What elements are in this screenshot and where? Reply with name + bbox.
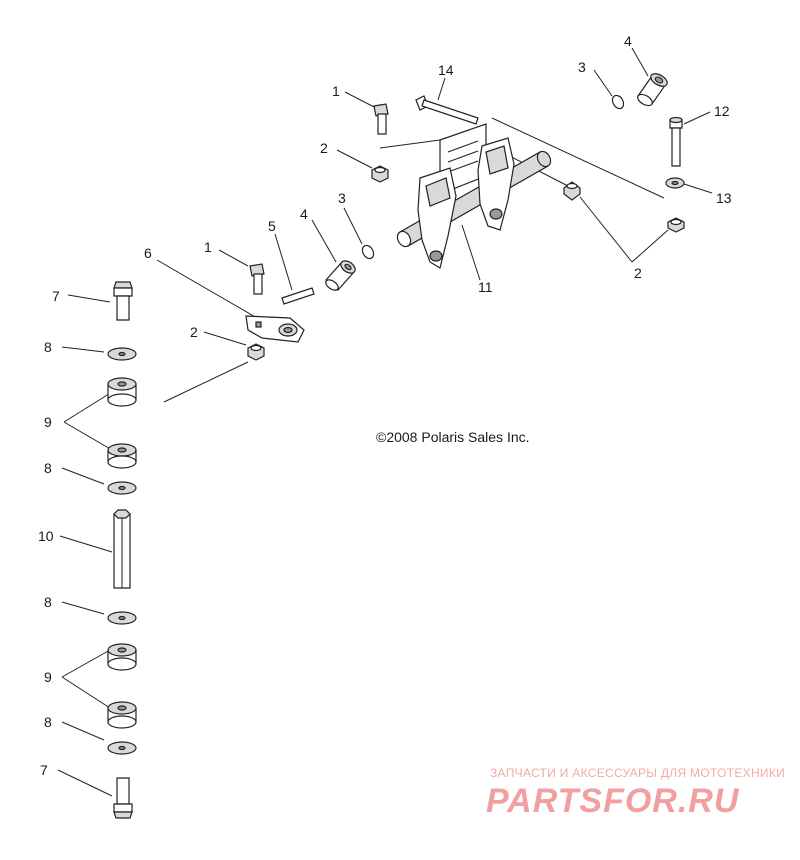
callout-13: 13 [716, 190, 732, 206]
callout-2: 2 [190, 324, 198, 340]
nut-part [667, 217, 685, 233]
watermark-brand: PARTSFOR.RU [486, 782, 740, 820]
o-ring-part [361, 244, 375, 260]
bolt-part [373, 103, 389, 135]
callout-2: 2 [320, 140, 328, 156]
callout-9: 9 [44, 669, 52, 685]
callout-6: 6 [144, 245, 152, 261]
callout-8: 8 [44, 714, 52, 730]
rubber-bushing-part [107, 377, 137, 407]
leader-lines [57, 47, 713, 797]
pitman-arm-part [245, 315, 305, 343]
bushing-part [637, 73, 668, 107]
o-ring-part [611, 94, 625, 110]
rubber-bushing-part [107, 701, 137, 729]
bolt-part [249, 263, 265, 295]
washer-part [107, 611, 137, 625]
callout-8: 8 [44, 460, 52, 476]
washer-part [665, 177, 685, 189]
washer-part [107, 347, 137, 361]
callout-3: 3 [338, 190, 346, 206]
bolt-part [113, 281, 133, 321]
callout-4: 4 [624, 33, 632, 49]
washer-part [107, 741, 137, 755]
bolt-part [415, 95, 479, 125]
spacer-tube-part [113, 509, 131, 589]
bushing-part [325, 260, 356, 291]
callout-1: 1 [332, 83, 340, 99]
callout-8: 8 [44, 594, 52, 610]
bolt-part [669, 116, 683, 167]
steering-bracket-assembly [396, 123, 581, 269]
watermark-tagline: ЗАПЧАСТИ И АКСЕССУАРЫ ДЛЯ МОТОТЕХНИКИ [490, 766, 785, 780]
callout-9: 9 [44, 414, 52, 430]
callout-4: 4 [300, 206, 308, 222]
watermark-logo: ЗАПЧАСТИ И АКСЕССУАРЫ ДЛЯ МОТОТЕХНИКИ PA… [486, 766, 785, 820]
key-part [281, 287, 315, 305]
callout-2: 2 [634, 265, 642, 281]
callout-7: 7 [52, 288, 60, 304]
nut-part [371, 165, 389, 183]
callout-14: 14 [438, 62, 454, 78]
rubber-bushing-part [107, 443, 137, 469]
callout-10: 10 [38, 528, 54, 544]
callout-11: 11 [478, 279, 493, 295]
bolt-part [113, 777, 133, 819]
callout-8: 8 [44, 339, 52, 355]
callout-labels: 1 14 3 4 12 2 13 3 4 5 1 6 7 2 8 9 11 2 … [38, 33, 732, 778]
copyright-text: ©2008 Polaris Sales Inc. [376, 429, 530, 445]
rubber-bushing-part [107, 643, 137, 671]
callout-5: 5 [268, 218, 276, 234]
nut-part [247, 343, 265, 361]
callout-3: 3 [578, 59, 586, 75]
callout-12: 12 [714, 103, 730, 119]
callout-1: 1 [204, 239, 212, 255]
callout-7: 7 [40, 762, 48, 778]
washer-part [107, 481, 137, 495]
